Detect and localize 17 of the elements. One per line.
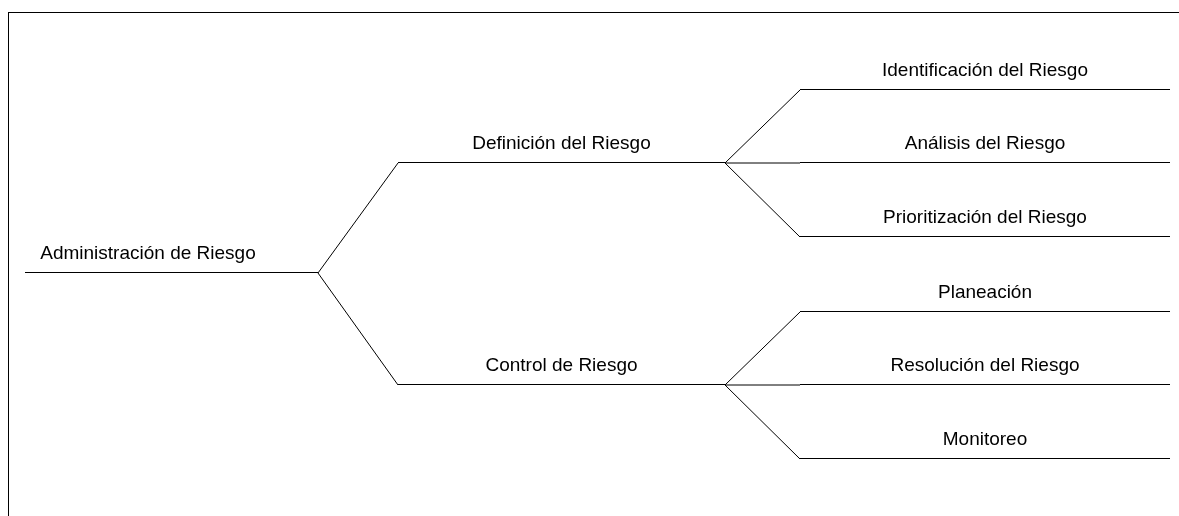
node-label: Planeación bbox=[938, 281, 1032, 303]
node-label: Resolución del Riesgo bbox=[890, 354, 1080, 376]
branch-line bbox=[724, 311, 801, 386]
node-label: Prioritización del Riesgo bbox=[883, 206, 1087, 228]
node-label: Identificación del Riesgo bbox=[882, 59, 1088, 81]
branch-line bbox=[724, 89, 801, 164]
branch-line bbox=[724, 162, 801, 238]
node-label: Análisis del Riesgo bbox=[904, 132, 1066, 154]
branch-line bbox=[724, 384, 801, 460]
branch-line bbox=[724, 384, 801, 386]
branch-line bbox=[317, 162, 399, 274]
node-label: Control de Riesgo bbox=[485, 354, 638, 376]
branch-line bbox=[317, 272, 399, 386]
node-label: Definición del Riesgo bbox=[472, 132, 651, 154]
node-label: Administración de Riesgo bbox=[39, 242, 257, 264]
branch-line bbox=[724, 162, 801, 164]
node-label: Monitoreo bbox=[942, 428, 1028, 450]
